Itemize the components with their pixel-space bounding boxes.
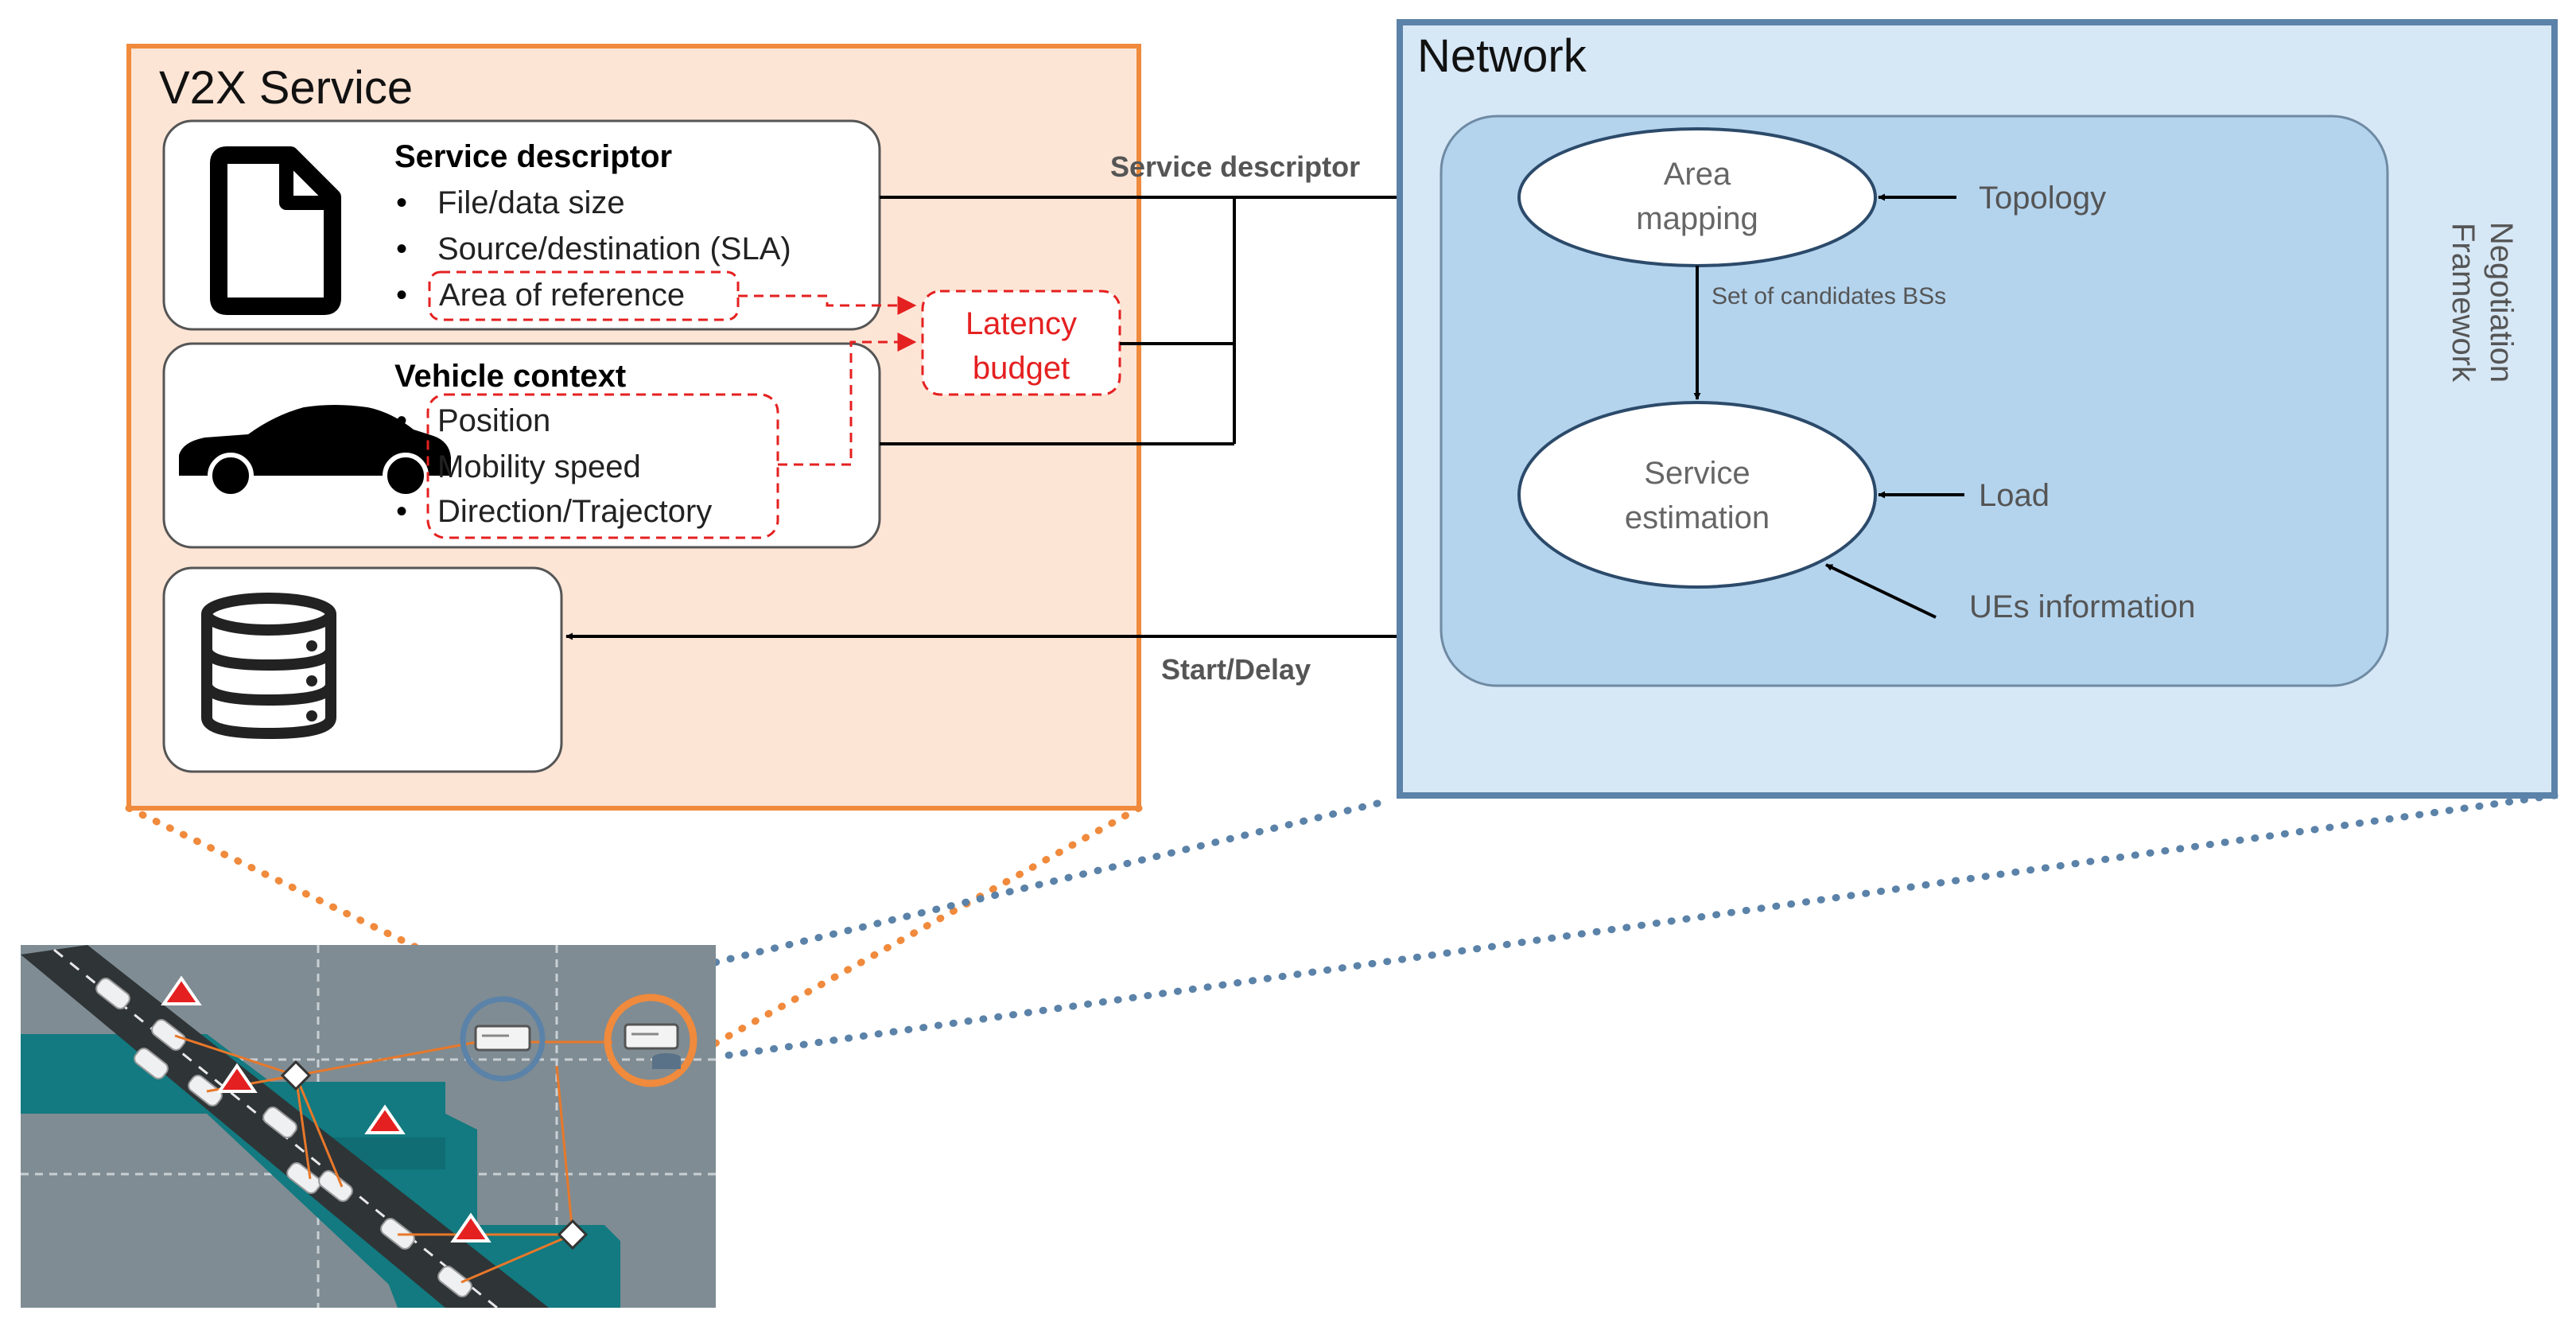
- vehicle-context-card: Vehicle context • Position • Mobility sp…: [162, 342, 881, 549]
- service-descriptor-card: Service descriptor • File/data size • So…: [162, 119, 881, 331]
- negotiation-label-line1: Negotiation: [2484, 222, 2519, 383]
- service-estimation-line1: Service: [1644, 456, 1750, 491]
- vc-item-mobility-speed: Mobility speed: [437, 449, 641, 484]
- latency-budget-box: Latency budget: [921, 290, 1121, 396]
- v2x-service-title: V2X Service: [159, 62, 413, 114]
- ues-information-input: UEs information: [1969, 589, 2196, 624]
- road-map-illustration: [21, 945, 716, 1308]
- service-estimation-line2: estimation: [1625, 500, 1770, 535]
- latency-label-line2: budget: [973, 351, 1070, 386]
- area-mapping-node: Area mapping: [1517, 127, 1877, 267]
- database-icon: [201, 593, 336, 740]
- load-input: Load: [1979, 478, 2050, 513]
- sd-item-file-size: File/data size: [437, 185, 625, 220]
- area-mapping-line2: mapping: [1636, 201, 1758, 236]
- bullet: •: [396, 185, 407, 220]
- server-icon: [624, 1023, 681, 1069]
- warning-icon: [161, 975, 491, 1242]
- topology-input: Topology: [1979, 181, 2106, 216]
- sd-item-source-destination: Source/destination (SLA): [437, 231, 791, 266]
- car-icon: [179, 405, 451, 499]
- negotiation-label-line2: Framework: [2446, 223, 2481, 383]
- bullet: •: [396, 494, 407, 529]
- ues-arrow: [1825, 563, 1937, 619]
- candidates-label: Set of candidates BSs: [1712, 283, 1946, 309]
- vehicle-context-heading: Vehicle context: [394, 359, 626, 394]
- latency-label-line1: Latency: [966, 306, 1077, 341]
- vc-item-position: Position: [437, 403, 550, 438]
- v2x-service-panel: V2X Service Service descriptor • File/da…: [126, 44, 1141, 811]
- bullet: •: [396, 403, 407, 438]
- area-mapping-line1: Area: [1664, 157, 1731, 192]
- network-title: Network: [1417, 30, 1587, 82]
- network-panel: Network Negotiation Framework Area mappi…: [1397, 19, 2558, 799]
- bullet: •: [396, 278, 407, 313]
- document-icon: [210, 146, 341, 315]
- server-icon: [474, 1025, 531, 1052]
- database-card: [162, 566, 563, 773]
- service-descriptor-link-label: Service descriptor: [1110, 150, 1360, 183]
- start-delay-label: Start/Delay: [1161, 653, 1311, 686]
- bullet: •: [396, 449, 407, 484]
- latency-connectors: [738, 294, 917, 466]
- vc-item-direction-trajectory: Direction/Trajectory: [437, 494, 712, 529]
- service-descriptor-heading: Service descriptor: [394, 139, 672, 174]
- sd-item-area-of-reference: Area of reference: [439, 278, 685, 313]
- bullet: •: [396, 231, 407, 266]
- service-estimation-node: Service estimation: [1517, 401, 1877, 589]
